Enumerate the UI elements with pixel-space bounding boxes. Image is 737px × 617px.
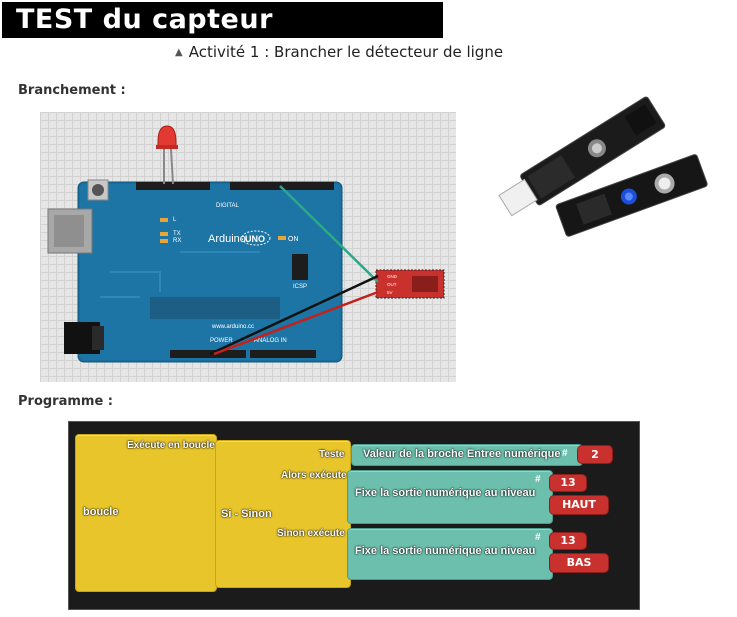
website-text: www.arduino.cc: [211, 324, 254, 330]
board-model-text: UNO: [245, 234, 265, 244]
signal-wire: [279, 185, 379, 283]
read-pin-label: Valeur de la broche Entree numérique: [363, 448, 561, 460]
sensor-photo: [478, 80, 728, 240]
wiring-diagram: Arduino UNO ON www.arduino.cc ICSP DIGIT…: [40, 112, 456, 382]
if-else-label: Si - Sinon: [221, 508, 272, 520]
tx-label: TX: [173, 231, 181, 237]
sensor-pin-out: OUT: [387, 282, 397, 287]
rx-label: RX: [173, 238, 181, 244]
activity-toggle[interactable]: ▲ Activité 1 : Brancher le détecteur de …: [175, 43, 503, 61]
wiring-section-heading: Branchement :: [18, 83, 126, 98]
collapse-triangle-icon: ▲: [175, 46, 183, 58]
activity-title: Activité 1 : Brancher le détecteur de li…: [188, 43, 504, 61]
power-label: POWER: [210, 338, 233, 344]
analog-label: ANALOG IN: [254, 338, 287, 344]
write-pin-block-low[interactable]: [347, 528, 553, 580]
program-section-heading: Programme :: [18, 394, 113, 409]
write-hash-high: #: [535, 474, 541, 485]
loop-block[interactable]: [75, 434, 217, 592]
write-level-low[interactable]: BAS: [549, 553, 609, 573]
sensor-pin-5v: 5V: [387, 290, 393, 295]
write-pin-number-low[interactable]: 13: [549, 532, 587, 550]
loop-header-label: Exécute en boucle: [127, 440, 215, 451]
on-label: ON: [288, 236, 299, 243]
red-led: [156, 125, 178, 185]
else-label: Sinon exécute: [277, 528, 345, 539]
if-else-block[interactable]: [215, 440, 351, 588]
block-program-canvas: Exécute en boucle boucle Teste Alors exé…: [68, 421, 640, 610]
write-hash-low: #: [535, 532, 541, 543]
test-label: Teste: [319, 449, 345, 460]
power-wire: [213, 290, 379, 356]
loop-name-label: boucle: [83, 506, 119, 518]
icsp-label: ICSP: [293, 284, 307, 290]
page-title: TEST du capteur InfraRouge: [2, 2, 443, 71]
read-pin-number[interactable]: 2: [577, 445, 613, 464]
ir-sensor-module: [375, 269, 445, 299]
read-pin-hash: #: [562, 448, 568, 459]
write-level-high[interactable]: HAUT: [549, 495, 609, 515]
write-label-low: Fixe la sortie numérique au niveau: [355, 545, 536, 557]
board-name-text: Arduino: [208, 233, 246, 245]
l-label: L: [173, 217, 177, 223]
write-label-high: Fixe la sortie numérique au niveau: [355, 487, 536, 499]
wiring-svg: Arduino UNO ON www.arduino.cc ICSP DIGIT…: [47, 125, 445, 363]
ground-wire: [209, 274, 379, 356]
write-pin-number-high[interactable]: 13: [549, 474, 587, 492]
write-pin-block-high[interactable]: [347, 470, 553, 524]
digital-label: DIGITAL: [216, 203, 240, 209]
then-label: Alors exécute: [281, 470, 347, 481]
arduino-board: [47, 179, 343, 363]
sensor-pin-gnd: GND: [387, 274, 398, 279]
